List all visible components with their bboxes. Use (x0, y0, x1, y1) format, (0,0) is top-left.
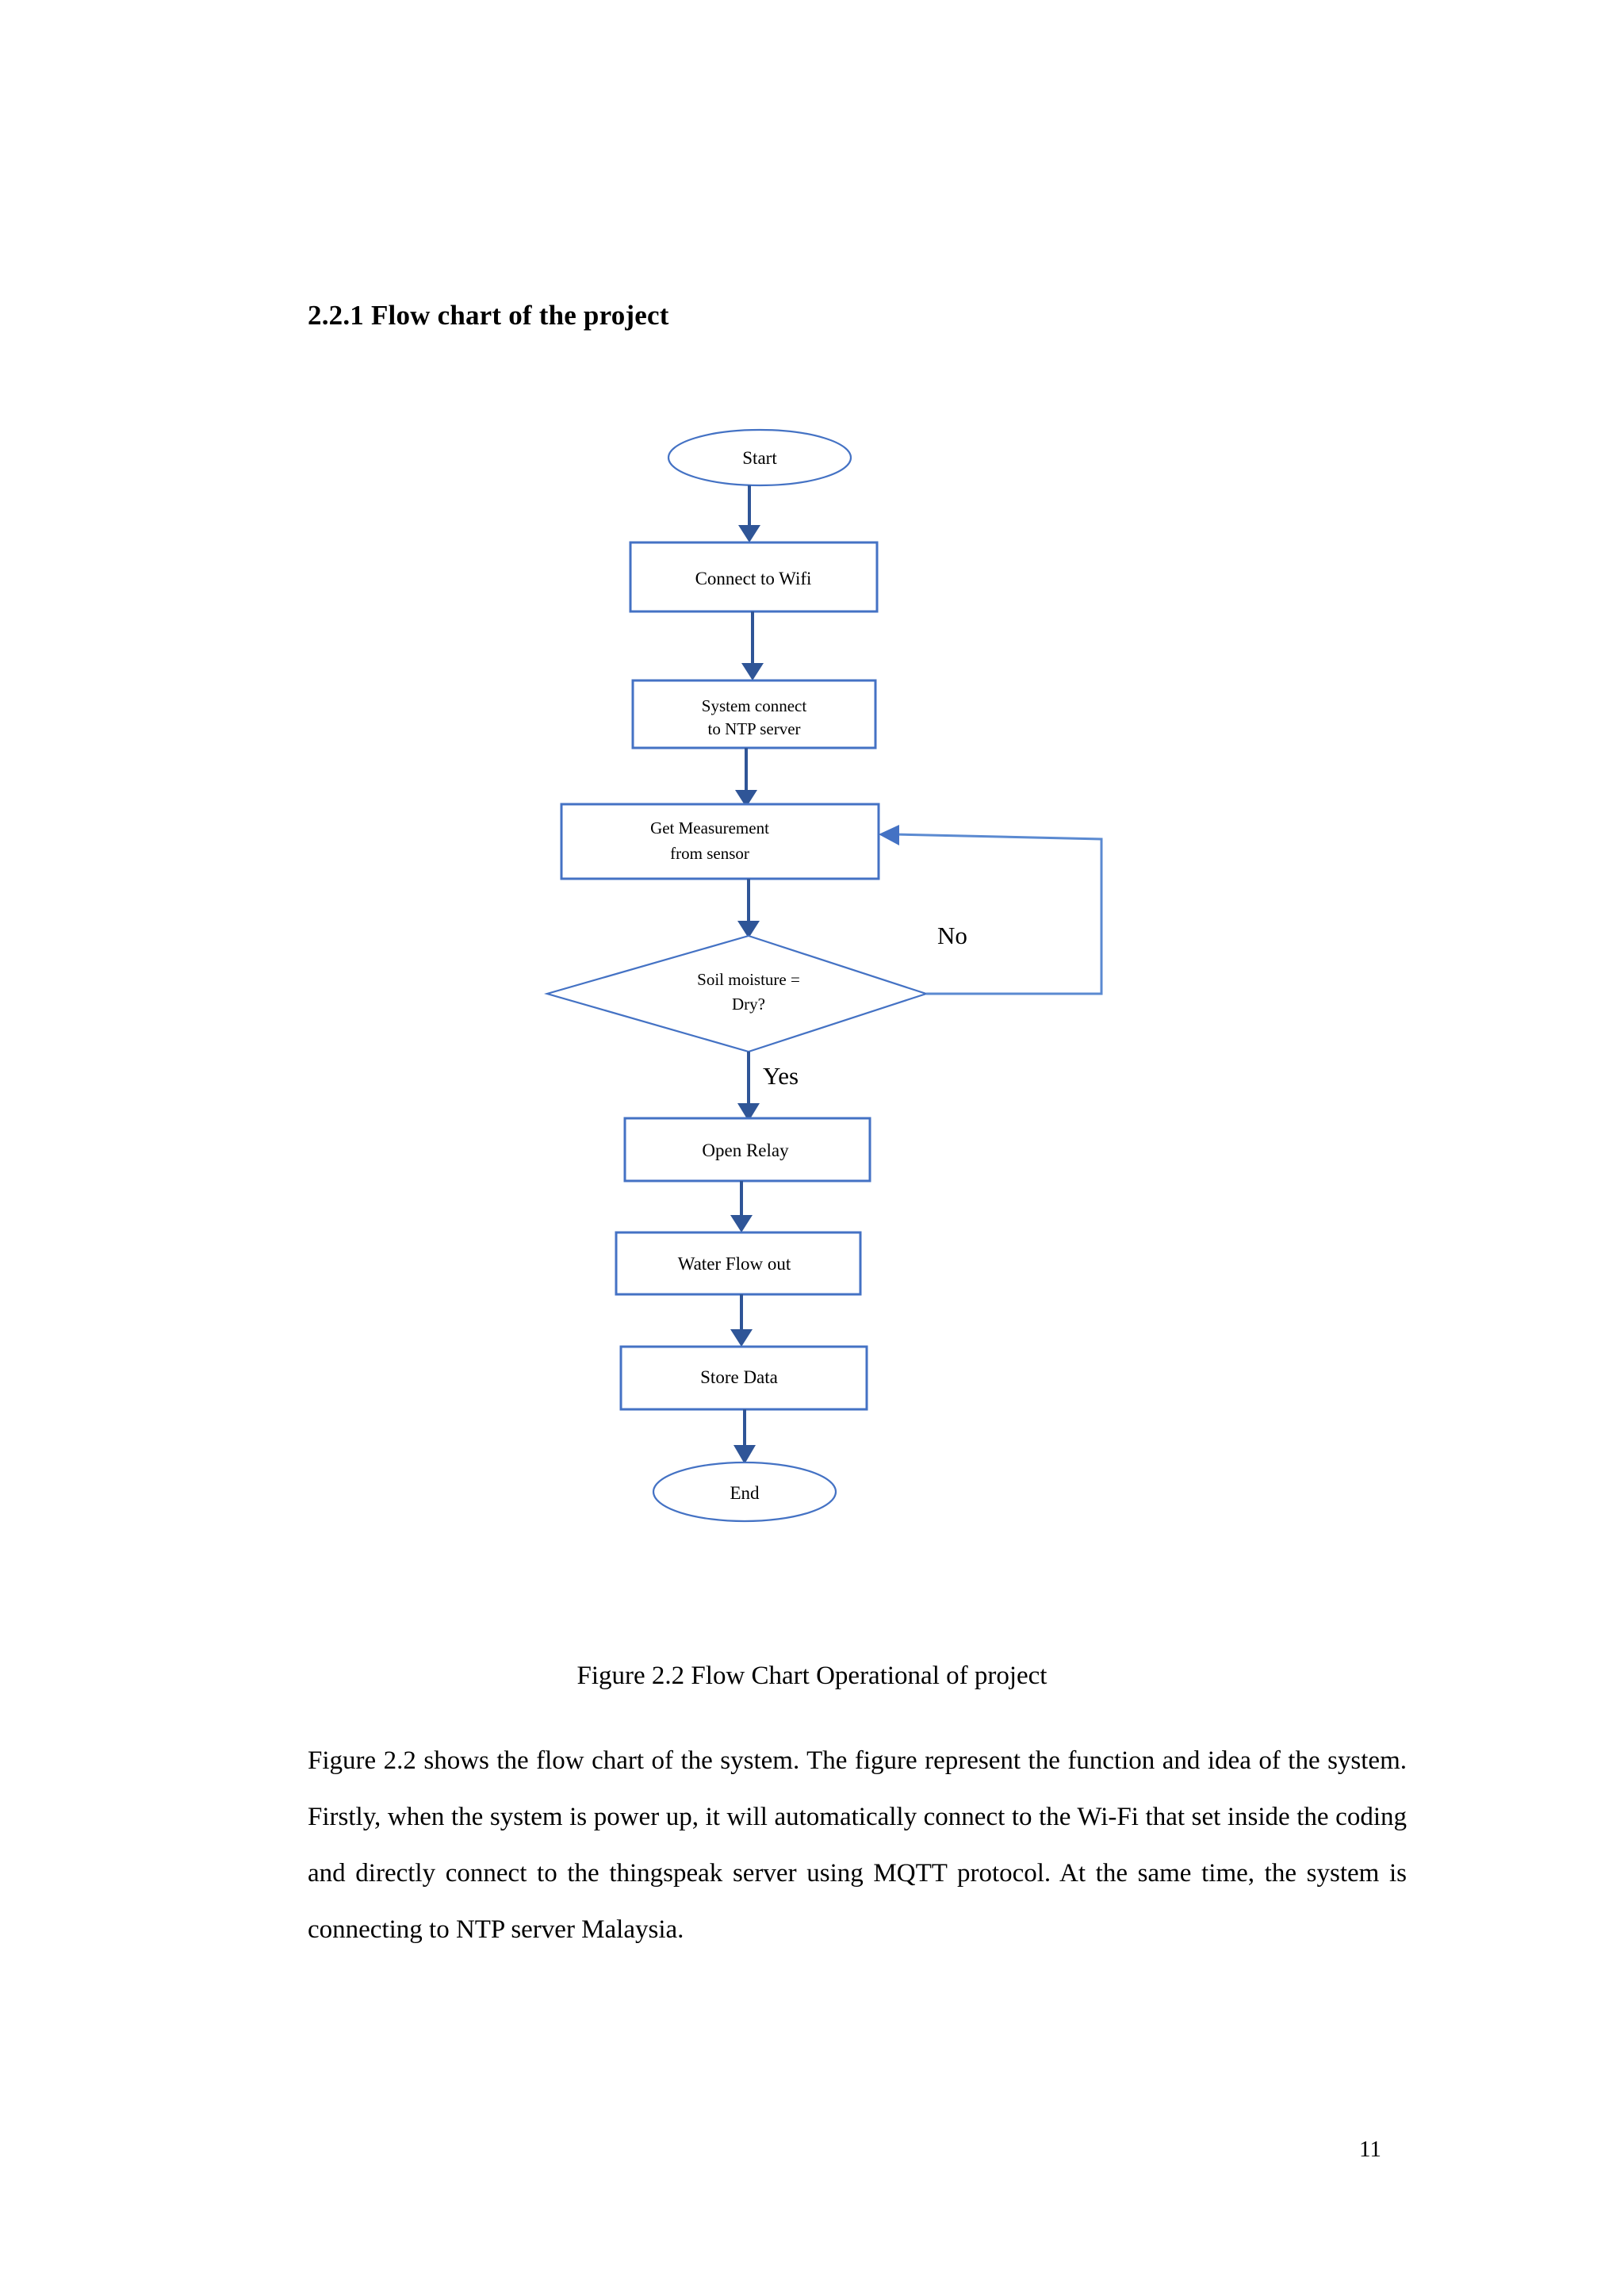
node-start-label: Start (742, 448, 777, 468)
node-measure-shape (560, 803, 880, 880)
node-store-label: Store Data (700, 1367, 778, 1387)
arrowhead-start-to-wifi (738, 525, 760, 542)
node-decide-label-line2: Dry? (732, 995, 765, 1014)
arrowhead-decide-to-relay (737, 1103, 760, 1121)
node-relay-shape (623, 1117, 871, 1182)
section-heading: 2.2.1 Flow chart of the project (308, 300, 669, 331)
node-wifi-label: Connect to Wifi (695, 569, 812, 588)
arrowhead-ntp-to-measure (735, 790, 757, 807)
connector-decide-no-loopback (894, 833, 1103, 995)
node-start-shape (667, 428, 852, 487)
node-store-shape (619, 1345, 868, 1411)
node-end-shape (652, 1461, 837, 1523)
arrowhead-decide-no-loopback (879, 825, 899, 845)
arrowhead-store-to-end (733, 1445, 756, 1464)
branch-label-no: No (937, 922, 967, 949)
node-end-label: End (730, 1483, 760, 1503)
node-water-shape (615, 1231, 862, 1296)
page-number: 11 (1359, 2137, 1381, 2162)
branch-label-yes: Yes (763, 1062, 799, 1090)
node-relay-label: Open Relay (702, 1140, 789, 1160)
arrowhead-water-to-store (730, 1329, 753, 1347)
arrowhead-measure-to-decide (737, 921, 760, 938)
node-ntp-label-line1: System connect (702, 696, 807, 715)
arrowhead-relay-to-water (730, 1215, 753, 1232)
arrowhead-wifi-to-ntp (741, 663, 764, 680)
node-ntp-shape (631, 679, 877, 749)
figure-caption: Figure 2.2 Flow Chart Operational of pro… (576, 1662, 1048, 1690)
node-decide-shape (544, 934, 929, 1053)
node-decide-label-line1: Soil moisture = (697, 970, 800, 989)
node-measure-label-line1: Get Measurement (650, 818, 769, 838)
node-measure-label-line2: from sensor (670, 844, 749, 863)
node-ntp-label-line2: to NTP server (707, 719, 800, 738)
node-water-label: Water Flow out (678, 1254, 791, 1274)
node-wifi-shape (629, 541, 879, 613)
body-paragraph: Figure 2.2 shows the flow chart of the s… (308, 1746, 1407, 1944)
